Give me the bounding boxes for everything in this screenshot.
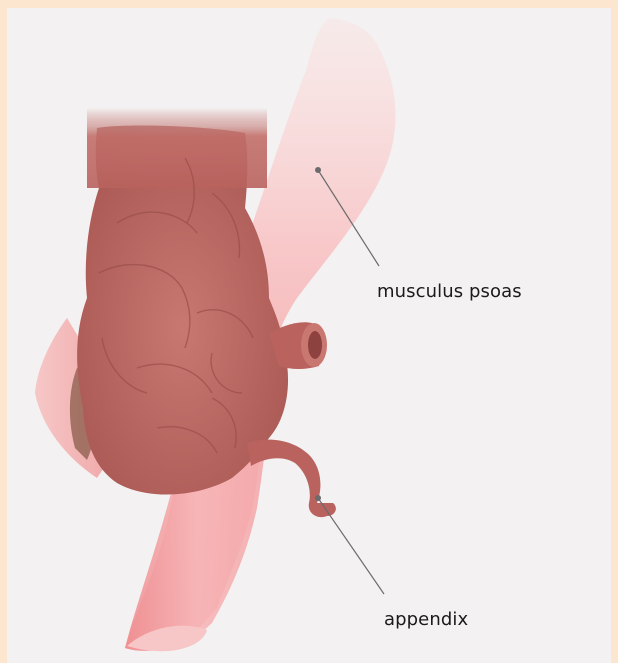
psoas-label: musculus psoas — [377, 281, 522, 302]
psoas-pointer-dot-icon — [315, 167, 321, 173]
anatomy-illustration — [7, 8, 611, 663]
appendix-label: appendix — [384, 609, 468, 630]
diagram-frame: musculus psoas appendix — [7, 8, 611, 663]
appendix-pointer-dot-icon — [315, 495, 321, 501]
appendix-leader-line — [318, 498, 384, 594]
